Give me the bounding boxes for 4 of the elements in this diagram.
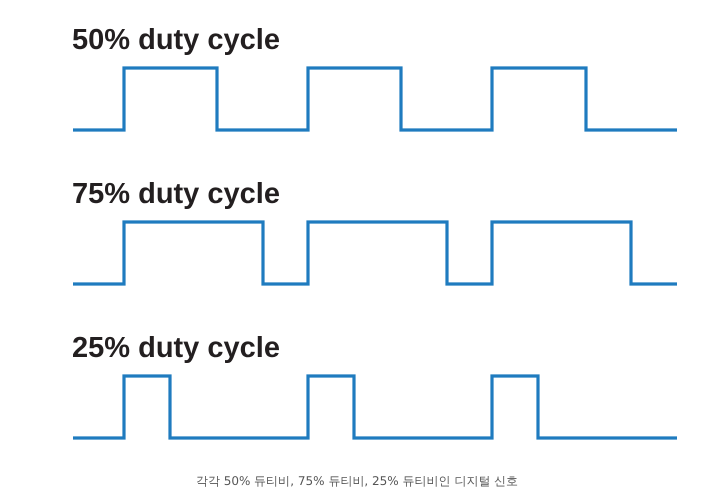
figure-caption: 각각 50% 듀티비, 75% 듀티비, 25% 듀티비인 디지털 신호 xyxy=(196,473,518,489)
waveform-title: 50% duty cycle xyxy=(72,26,280,55)
waveform-title: 25% duty cycle xyxy=(72,334,280,363)
waveform-title: 75% duty cycle xyxy=(72,180,280,209)
